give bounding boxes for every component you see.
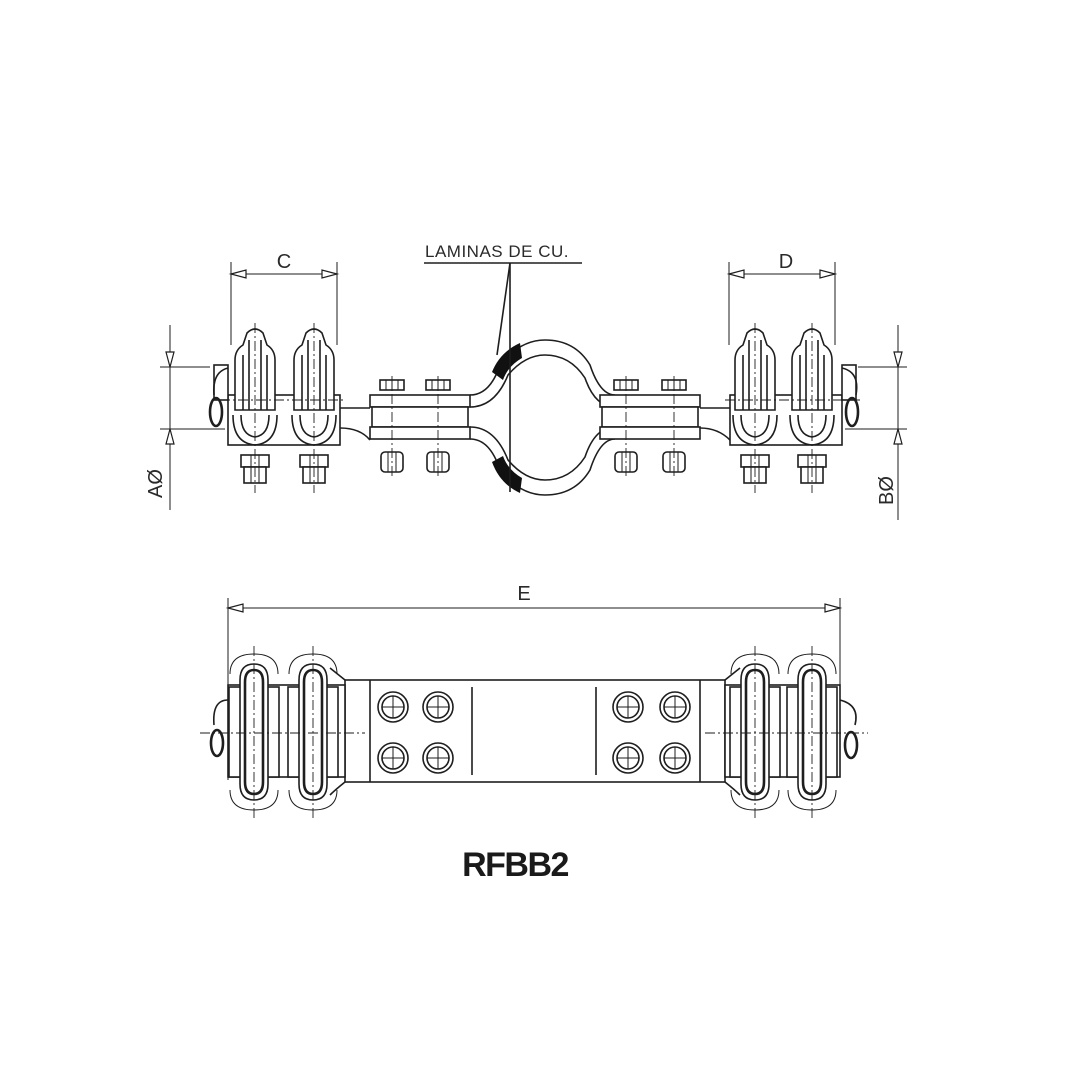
copper-laminate-band-top: [492, 343, 522, 380]
copper-laminate-band-bottom: [492, 456, 522, 493]
right-plate-top: [599, 394, 701, 408]
top-left-cable-loop: [209, 728, 225, 758]
left-cable-loop: [208, 396, 224, 428]
dimension-b-label: BØ: [876, 476, 898, 505]
front-view: C D AØ BØ: [145, 242, 907, 520]
dimension-c-label: C: [277, 251, 291, 273]
model-title: RFBB2: [462, 846, 568, 884]
dimension-c: C: [228, 251, 340, 345]
dimension-a: AØ: [145, 325, 225, 510]
dimension-e-label: E: [517, 583, 530, 605]
top-right-cable-loop: [843, 730, 859, 760]
laminas-callout-label: LAMINAS DE CU.: [425, 242, 569, 261]
dimension-d-label: D: [779, 251, 793, 273]
right-cable-loop: [844, 396, 860, 428]
dimension-a-label: AØ: [145, 469, 167, 498]
dimension-b: BØ: [845, 325, 907, 520]
laminas-callout: LAMINAS DE CU.: [424, 242, 582, 356]
top-view: E: [200, 583, 868, 820]
left-plate-top: [369, 394, 471, 408]
dimension-d: D: [726, 251, 838, 345]
